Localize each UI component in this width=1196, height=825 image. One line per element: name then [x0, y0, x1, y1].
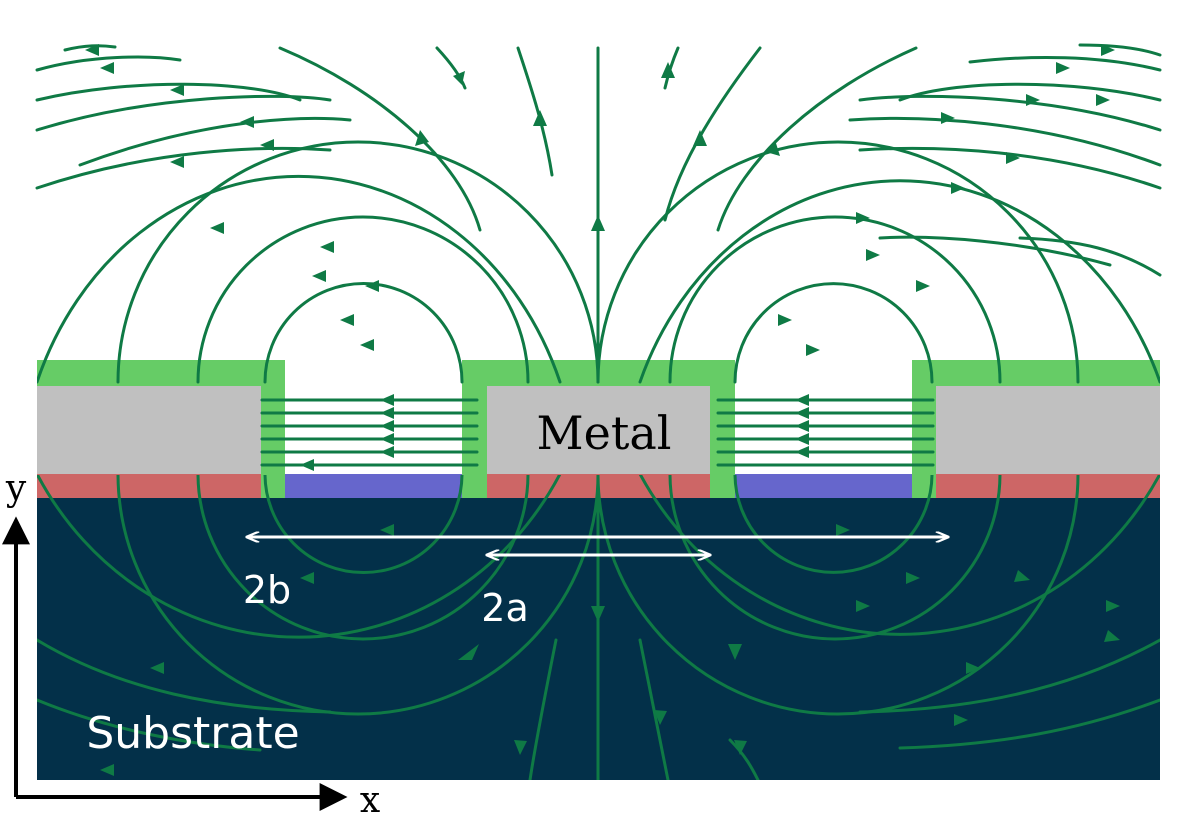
- field-arc-top: [116, 140, 600, 384]
- field-arc-top: [733, 282, 934, 384]
- field-line-lower: [898, 698, 1160, 750]
- gap-field-right: [716, 398, 935, 467]
- y-axis-label: y: [5, 468, 27, 509]
- field-line-upper: [716, 46, 918, 232]
- field-line-upper: [516, 46, 554, 177]
- field-line-upper: [35, 146, 332, 190]
- gap-films: [285, 474, 912, 498]
- field-arc-bottom: [263, 475, 464, 574]
- field-line-upper: [35, 55, 182, 72]
- field-line-lower: [37, 698, 262, 752]
- field-line-lower: [728, 738, 760, 780]
- field-line-upper: [858, 146, 1162, 190]
- x-axis-label: x: [360, 780, 380, 821]
- field-arrowheads: [85, 44, 1120, 776]
- field-line-upper: [898, 82, 1162, 102]
- field-line-lower: [528, 638, 558, 780]
- substrate-label: Substrate: [86, 708, 299, 759]
- metal-left-ground: [37, 386, 261, 474]
- field-arc-top: [37, 174, 562, 384]
- field-line-upper: [435, 46, 467, 90]
- metal-right-ground: [936, 386, 1160, 474]
- field-line-upper: [63, 44, 117, 52]
- field-line-lower: [638, 638, 670, 780]
- gap-film-left: [285, 474, 462, 498]
- field-line-upper: [278, 46, 482, 232]
- coordinate-axes: y x: [1, 468, 380, 821]
- gap-film-right: [735, 474, 912, 498]
- interface-left: [37, 474, 261, 498]
- metal-center-strip: [487, 386, 710, 474]
- field-line-upper: [848, 116, 1162, 167]
- metal-label: Metal: [537, 406, 672, 460]
- dimension-arrows: [247, 537, 948, 555]
- field-arc-top: [196, 215, 530, 384]
- field-line-lower: [858, 638, 1160, 714]
- field-line-upper: [35, 82, 302, 102]
- field-line-upper: [663, 46, 762, 222]
- field-line-upper: [78, 116, 352, 167]
- field-line-upper: [968, 55, 1162, 72]
- dimension-2a-label: 2a: [481, 586, 528, 630]
- field-arc-top: [596, 140, 1080, 384]
- field-arc-bottom: [596, 475, 1080, 716]
- field-arc-top: [668, 215, 1002, 384]
- gap-field-left: [260, 398, 479, 467]
- interface-right: [936, 474, 1160, 498]
- field-line-lower: [37, 638, 332, 714]
- field-arc-bottom: [116, 475, 600, 716]
- interface-layer: [37, 474, 1160, 498]
- field-arc-top: [638, 179, 1160, 384]
- field-line-upper: [1018, 236, 1162, 277]
- metal-conductors: [37, 386, 1160, 474]
- field-arc-bottom: [733, 475, 934, 574]
- field-line-upper: [1078, 43, 1162, 57]
- field-arc-top: [263, 282, 464, 384]
- field-line-upper: [35, 94, 332, 132]
- field-line-upper: [858, 94, 1162, 132]
- field-line-upper: [878, 235, 1112, 267]
- dimension-2b-label: 2b: [243, 568, 291, 612]
